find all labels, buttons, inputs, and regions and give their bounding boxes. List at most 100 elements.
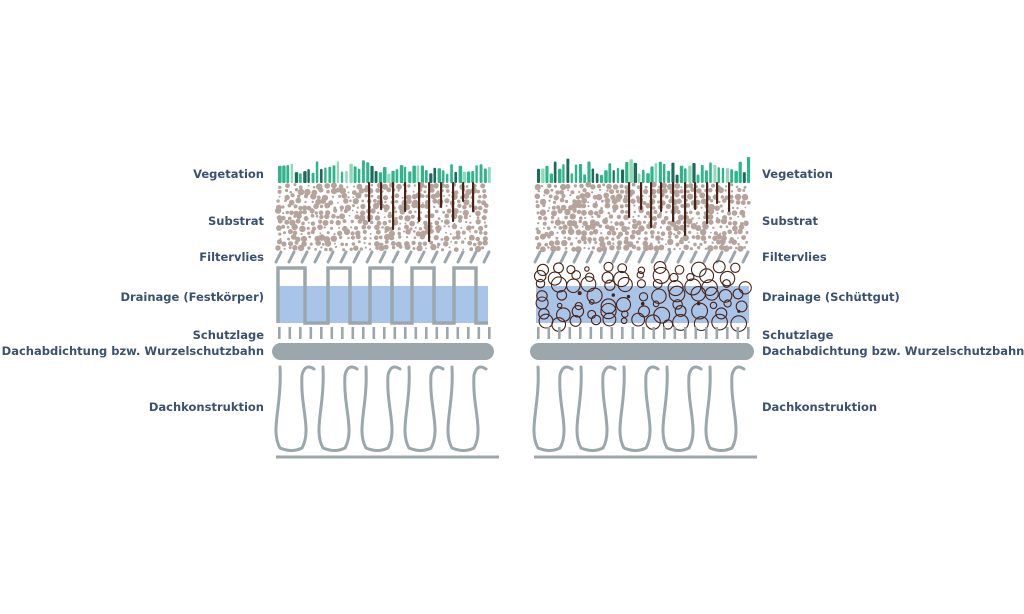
substrate-grain xyxy=(408,210,413,215)
fleece-stroke xyxy=(559,250,568,264)
fleece-stroke xyxy=(404,250,413,264)
substrate-grain xyxy=(548,194,553,199)
right-label-dachkonstruktion: Dachkonstruktion xyxy=(762,400,878,414)
substrate-grain xyxy=(746,200,751,205)
substrate-grain xyxy=(667,247,671,252)
substrate-grain xyxy=(624,210,629,214)
substrate-grain xyxy=(534,236,540,241)
protection-bar xyxy=(456,327,460,339)
fleece-stroke xyxy=(572,250,581,264)
substrate-grain xyxy=(430,243,437,251)
substrate-grain xyxy=(564,247,568,250)
substrate-grain xyxy=(676,209,681,215)
substrate-grain xyxy=(716,239,721,245)
substrate-grain xyxy=(695,211,701,216)
substrate-grain xyxy=(734,246,738,250)
protection-bar xyxy=(705,327,708,339)
substrate-grain xyxy=(579,183,584,189)
substrate-grain xyxy=(716,233,722,240)
substrate-grain xyxy=(596,246,603,253)
substrate-grain xyxy=(423,220,428,226)
substrate-grain xyxy=(442,195,445,197)
substrate-grain xyxy=(582,220,588,227)
substrate-grain xyxy=(383,204,390,211)
left-label-filtervlies: Filtervlies xyxy=(199,250,264,264)
substrate-grain xyxy=(743,246,746,249)
substrate-grain xyxy=(581,203,587,209)
grass-blade xyxy=(637,173,641,183)
substrate-grain xyxy=(596,184,602,189)
substrate-grain xyxy=(481,246,485,250)
substrate-grain xyxy=(583,240,587,245)
substrate-grain xyxy=(718,200,721,204)
substrate-grain xyxy=(466,225,472,231)
substrate-grain xyxy=(324,240,332,247)
substrate-grain xyxy=(708,188,713,193)
substrate-grain xyxy=(553,184,558,188)
substrate-grain xyxy=(417,241,422,246)
substrate-grain xyxy=(388,230,395,237)
right-stack xyxy=(530,156,757,459)
substrate-grain xyxy=(554,219,562,226)
substrate-grain xyxy=(351,235,355,240)
substrate-grain xyxy=(570,190,575,195)
substrate-grain xyxy=(321,243,325,246)
substrate-grain xyxy=(584,191,591,199)
substrate-grain xyxy=(734,231,738,235)
substrate-grain xyxy=(587,247,590,250)
substrate-grain xyxy=(287,216,292,221)
right-label-filtervlies: Filtervlies xyxy=(762,250,827,264)
substrate-grain xyxy=(276,199,280,203)
grass-blade xyxy=(370,165,374,183)
substrate-grain xyxy=(299,225,306,232)
substrate-grain xyxy=(457,199,461,204)
substrate-grain xyxy=(474,245,482,253)
substrate-grain xyxy=(574,224,579,229)
substrate-grain xyxy=(703,240,707,244)
substrate-grain xyxy=(615,227,619,231)
protection-bar xyxy=(404,327,407,339)
substrate-grain xyxy=(463,193,470,199)
substrate-grain xyxy=(375,246,379,250)
substrate-grain xyxy=(599,188,602,191)
substrate-grain xyxy=(731,206,735,210)
protection-bar xyxy=(488,327,491,339)
substrate-grain xyxy=(577,239,582,244)
substrate-grain xyxy=(278,195,281,198)
substrate-grain xyxy=(673,247,676,251)
pebble xyxy=(718,289,733,303)
substrate-grain xyxy=(315,214,319,218)
right-label-vegetation: Vegetation xyxy=(762,167,833,181)
substrate-grain xyxy=(298,205,303,211)
substrate-grain xyxy=(627,241,634,248)
pebble-dark xyxy=(611,293,615,297)
substrate-grain xyxy=(307,246,311,250)
substrate-grain xyxy=(384,239,389,244)
grass-blade xyxy=(633,162,638,183)
grass-blade xyxy=(574,164,578,183)
substrate-grain xyxy=(663,215,669,221)
substrate-grain xyxy=(298,210,303,215)
substrate-grain xyxy=(721,231,727,236)
substrate-grain xyxy=(699,192,706,199)
grass-blade xyxy=(362,160,365,183)
substrate-grain xyxy=(643,215,647,219)
substrate-grain xyxy=(421,194,425,198)
substrate-grain xyxy=(374,215,381,221)
substrate-grain xyxy=(737,237,739,239)
substrate-grain xyxy=(561,239,568,247)
substrate-grain xyxy=(317,224,323,230)
substrate-grain xyxy=(453,247,459,253)
substrate-grain xyxy=(352,196,355,199)
left-protection-layer xyxy=(278,327,491,339)
substrate-grain xyxy=(584,216,587,219)
pebble xyxy=(704,286,719,301)
protection-bar xyxy=(663,327,666,339)
substrate-grain xyxy=(307,221,310,224)
pebble-dark xyxy=(577,291,582,296)
substrate-grain xyxy=(297,194,301,198)
substrate-grain xyxy=(588,240,592,244)
root xyxy=(404,182,407,212)
protection-bar xyxy=(726,327,729,339)
substrate-grain xyxy=(320,246,323,249)
